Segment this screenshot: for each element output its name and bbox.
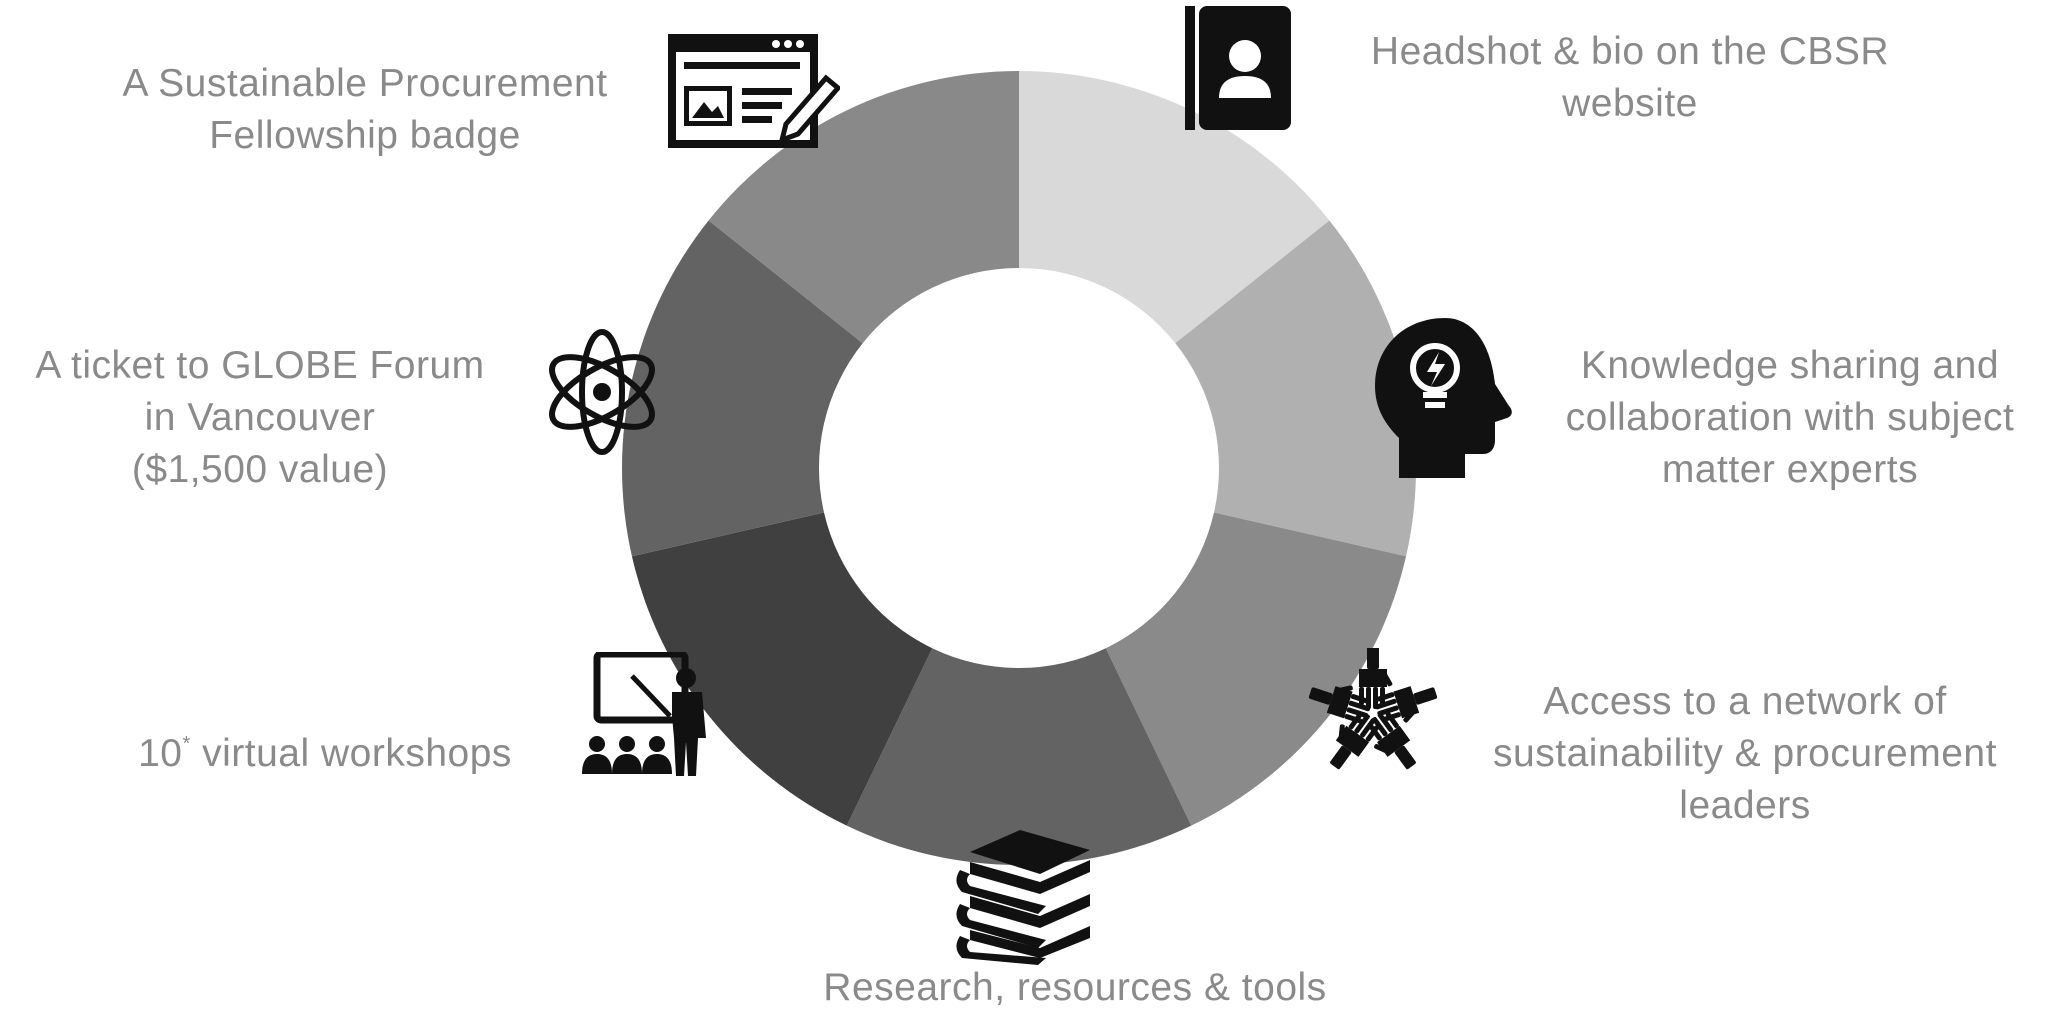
label-globe-line-2: in Vancouver	[144, 396, 376, 439]
label-research: Research, resources & tools	[760, 962, 1390, 1014]
label-globe: A ticket to GLOBE Forum in Vancouver ($1…	[10, 340, 510, 496]
books-icon	[956, 830, 1090, 965]
label-knowledge-line-1: Knowledge sharing and	[1580, 344, 2000, 387]
label-knowledge-line-2: collaboration with subject	[1565, 396, 2015, 439]
donut-segment-badge	[708, 70, 1019, 344]
label-network-line-3: leaders	[1679, 784, 1811, 827]
teacher-presentation-icon	[582, 652, 706, 776]
label-badge-line-2: Fellowship badge	[209, 114, 521, 157]
label-headshot-line-1: Headshot & bio on the CBSR	[1370, 30, 1890, 73]
label-knowledge-line-3: matter experts	[1661, 448, 1919, 491]
donut-segment-headshot	[1019, 71, 1330, 344]
donut-segment-knowledge	[1175, 220, 1417, 557]
workshops-text: virtual workshops	[190, 732, 512, 775]
contact-book-icon	[1185, 6, 1291, 130]
label-workshops: 10* virtual workshops	[100, 728, 550, 780]
workshops-count: 10	[138, 732, 183, 775]
label-research-line-1: Research, resources & tools	[823, 966, 1327, 1009]
donut-segment-network	[1105, 512, 1407, 826]
label-knowledge: Knowledge sharing and collaboration with…	[1530, 340, 2050, 496]
label-badge: A Sustainable Procurement Fellowship bad…	[90, 58, 640, 162]
label-globe-line-3: ($1,500 value)	[131, 448, 389, 491]
donut-segment-globe	[622, 220, 863, 557]
label-workshops-line-1: 10* virtual workshops	[100, 728, 550, 780]
donut-segment-workshops	[631, 512, 933, 826]
label-network-line-2: sustainability & procurement	[1493, 732, 1997, 775]
workshops-asterisk: *	[182, 733, 191, 755]
head-lightbulb-icon	[1375, 318, 1512, 478]
label-headshot: Headshot & bio on the CBSR website	[1310, 26, 1950, 130]
label-badge-line-1: A Sustainable Procurement	[122, 62, 608, 105]
donut-segment-research	[846, 648, 1192, 865]
hands-circle-icon	[1308, 648, 1438, 770]
label-network: Access to a network of sustainability & …	[1455, 676, 2035, 832]
atom-icon	[549, 329, 655, 455]
label-headshot-line-2: website	[1562, 82, 1698, 125]
webpage-edit-icon	[668, 34, 840, 148]
label-network-line-1: Access to a network of	[1543, 680, 1947, 723]
label-globe-line-1: A ticket to GLOBE Forum	[35, 344, 485, 387]
